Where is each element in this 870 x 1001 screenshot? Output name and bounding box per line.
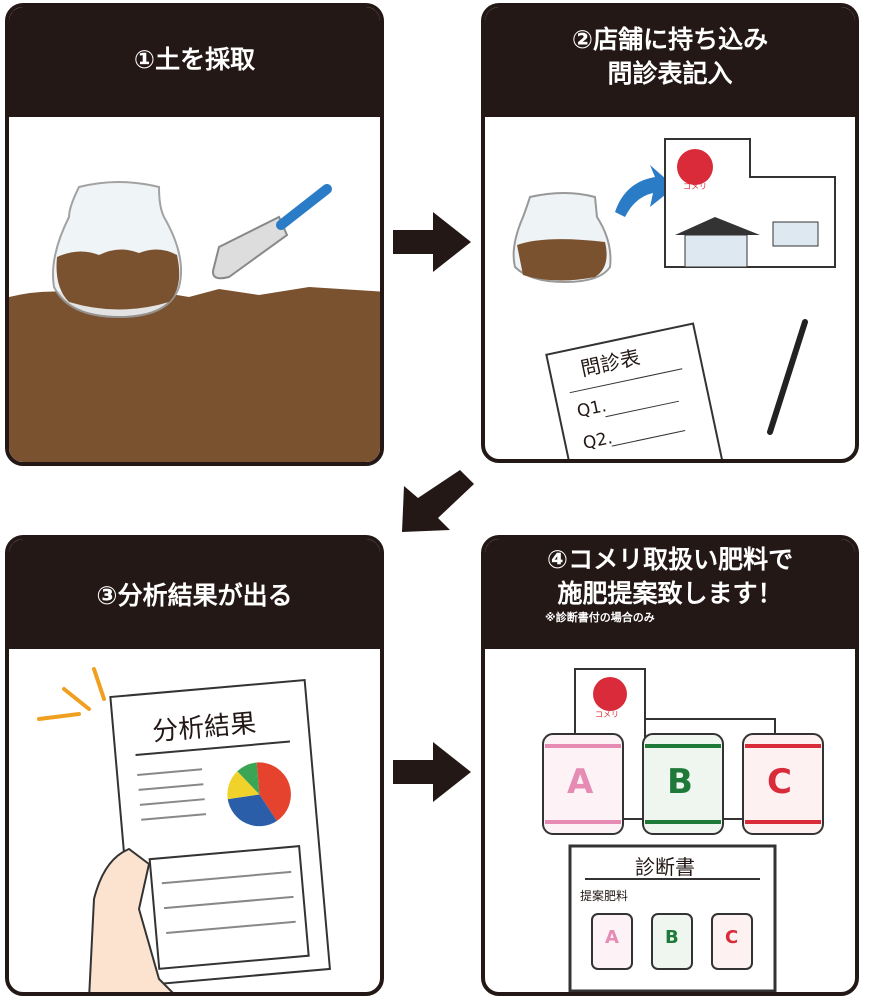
pen-icon bbox=[767, 319, 808, 435]
report-label: 提案肥料 bbox=[580, 889, 629, 903]
step-2-title-line-2: 問診表記入 bbox=[607, 59, 733, 88]
step-1-title: ①土を採取 bbox=[133, 45, 256, 74]
step-1-panel: ①土を採取 bbox=[5, 3, 384, 466]
curved-arrow-icon bbox=[615, 165, 675, 217]
soil-sampling-illustration bbox=[9, 181, 380, 462]
fertilizer-bags bbox=[542, 733, 824, 835]
result-document bbox=[109, 678, 331, 987]
arrow-down-left-icon bbox=[402, 470, 474, 532]
arrow-right-icon bbox=[393, 742, 471, 802]
bag-b-label: B bbox=[667, 762, 693, 802]
trowel-icon bbox=[212, 184, 332, 280]
step-4-header: ④コメリ取扱い肥料で 施肥提案致します！ ※診断書付の場合のみ bbox=[485, 539, 855, 649]
store-illustration: コメリ bbox=[512, 138, 836, 459]
step-4-note: ※診断書付の場合のみ bbox=[545, 611, 655, 624]
hand-icon bbox=[88, 847, 174, 992]
step-3-panel: ③分析結果が出る 分析結果 bbox=[5, 535, 384, 996]
sparkle-icon bbox=[37, 667, 106, 721]
step-4-title-line-1: ④コメリ取扱い肥料で bbox=[546, 545, 794, 574]
store-logo-text: コメリ bbox=[683, 182, 707, 191]
fertilizer-proposal-illustration bbox=[542, 668, 824, 992]
report-title: 診断書 bbox=[635, 855, 695, 879]
step-3-title: ③分析結果が出る bbox=[96, 581, 293, 610]
step-2-panel: ②店舗に持ち込み 問診表記入 コメリ 問診表 Q1. Q2. bbox=[481, 3, 859, 463]
step-2-header: ②店舗に持ち込み 問診表記入 bbox=[485, 7, 855, 117]
store-logo-icon bbox=[677, 149, 713, 185]
report-bag-b: B bbox=[665, 927, 679, 948]
bag-c-label: C bbox=[767, 762, 792, 802]
report-bag-a: A bbox=[605, 927, 619, 948]
step-4-title-line-2: 施肥提案致します！ bbox=[557, 579, 783, 608]
step-3-header: ③分析結果が出る bbox=[9, 539, 380, 649]
store-logo-text: コメリ bbox=[595, 710, 619, 719]
report-bag-c: C bbox=[725, 927, 739, 948]
step-4-panel: ④コメリ取扱い肥料で 施肥提案致します！ ※診断書付の場合のみ コメリ A B … bbox=[481, 535, 859, 996]
analysis-result-illustration bbox=[37, 667, 331, 992]
bag-a-label: A bbox=[567, 762, 594, 802]
step-2-title-line-1: ②店舗に持ち込み bbox=[571, 25, 769, 54]
store-logo-icon bbox=[593, 677, 627, 711]
pie-chart-icon bbox=[227, 762, 291, 827]
arrow-right-icon bbox=[393, 212, 471, 272]
questionnaire-form bbox=[545, 322, 726, 459]
step-1-header: ①土を採取 bbox=[9, 7, 380, 117]
